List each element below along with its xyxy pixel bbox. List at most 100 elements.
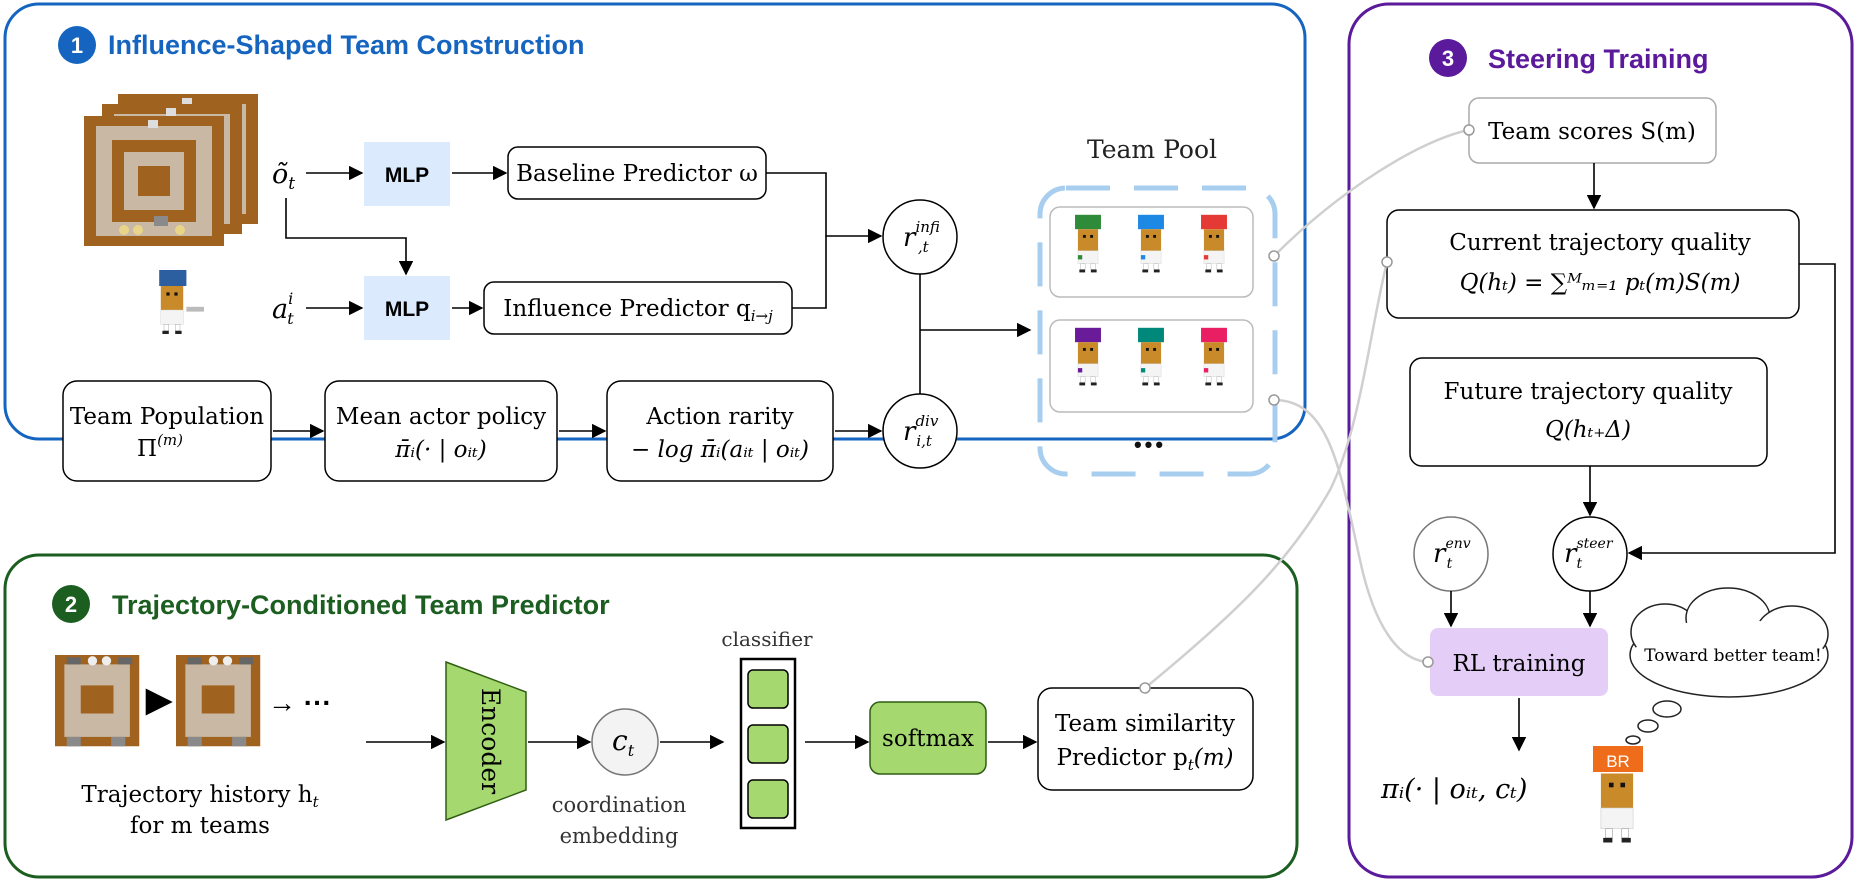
coordination-caption-line1: coordination [552, 793, 687, 817]
team-pool-title: Team Pool [1087, 135, 1217, 164]
team-pool-chef [1138, 214, 1164, 273]
obs-label: õt [272, 159, 295, 194]
br-label: BR [1606, 752, 1630, 771]
ct-label: ct [612, 724, 635, 760]
team-pool-row-2 [1075, 327, 1227, 386]
future-trajectory-quality-box [1409, 357, 1768, 467]
connector-endpoints [1139, 124, 1475, 694]
team-pool-chef [1138, 327, 1164, 386]
current-trajectory-quality-line1: Current trajectory quality [1449, 230, 1751, 256]
team-population-line2: Π(m) [137, 431, 183, 462]
team-pool-frame [1037, 185, 1278, 477]
thought-cloud: Toward better team! [1625, 587, 1829, 745]
panel3-badge-number: 3 [1442, 46, 1454, 71]
mlp-bottom-label: MLP [385, 298, 429, 321]
team-pool-chef-hat [1138, 214, 1164, 230]
team-pool-chef [1201, 327, 1227, 386]
panel-influence-shaped-team-construction: 1 Influence-Shaped Team Construction õt … [3, 2, 1307, 482]
team-pool-chef [1075, 214, 1101, 273]
panel2-badge-circle [52, 585, 90, 623]
panel-trajectory-conditioned-team-predictor: 2 Trajectory-Conditioned Team Predictor … [3, 553, 1299, 879]
best-response-chef-sprite: BR [1593, 746, 1643, 844]
team-pool-chef-hat [1138, 327, 1164, 343]
panel3-badge-circle [1429, 39, 1467, 77]
panel2-title: Trajectory-Conditioned Team Predictor [112, 590, 610, 620]
team-population-line1: Team Population [70, 404, 264, 430]
thought-text: Toward better team! [1644, 646, 1822, 666]
panel1-title: Influence-Shaped Team Construction [108, 30, 585, 60]
coordination-embedding-node [591, 708, 659, 776]
r-inf-node [882, 199, 958, 275]
rl-training-box [1430, 628, 1608, 696]
br-hat [1593, 746, 1643, 772]
trajectory-ellipsis: → ··· [268, 687, 332, 718]
action-rarity-line2: − log π̄ᵢ(aᵢₜ | oᵢₜ) [631, 437, 809, 463]
team-pool-chef [1201, 214, 1227, 273]
panel3-arrows [1443, 163, 1836, 752]
trajectory-caption-line2: for m teams [130, 813, 270, 839]
panel2-frame [3, 553, 1299, 879]
encoder-label: Encoder [476, 688, 505, 794]
team-pool-chef [1075, 327, 1101, 386]
softmax-label: softmax [882, 726, 974, 752]
mean-actor-policy-line2: π̄ᵢ(· | oᵢₜ) [394, 437, 487, 463]
mlp-bottom-box [364, 276, 450, 340]
chef-agent-sprite [159, 270, 204, 335]
encoder-trapezoid [445, 660, 527, 822]
panel2-badge-number: 2 [65, 592, 77, 617]
action-rarity-box [606, 380, 834, 482]
mlp-top-label: MLP [385, 164, 429, 187]
trajectory-frame-2 [176, 655, 261, 747]
team-population-box [62, 380, 272, 482]
team-similarity-box [1037, 687, 1254, 791]
connector-similarity-to-quality [1144, 261, 1389, 689]
future-trajectory-quality-line1: Future trajectory quality [1444, 379, 1733, 405]
team-pool-ellipsis: ••• [1134, 432, 1166, 457]
team-pool-chef-hat [1201, 327, 1227, 343]
classifier-unit-2 [747, 724, 789, 764]
influence-predictor-label: Influence Predictor qi→j [503, 296, 773, 325]
connector-pool-to-rl [1273, 398, 1429, 664]
classifier-unit-3 [747, 779, 789, 819]
r-div-node [882, 393, 958, 469]
observation-kitchen-stack [84, 94, 258, 246]
cross-panel-connectors [1144, 128, 1470, 689]
team-pool-chef-hat [1075, 214, 1101, 230]
team-scores-label: Team scores S(m) [1488, 119, 1696, 145]
panel1-badge-circle [58, 26, 96, 64]
team-similarity-line1: Team similarity [1055, 711, 1235, 737]
mean-actor-policy-box [324, 380, 558, 482]
future-trajectory-quality-line2: Q(hₜ₊Δ) [1545, 417, 1631, 443]
current-trajectory-quality-line2: Q(hₜ) = ∑ᴹₘ₌₁ pₜ(m)S(m) [1460, 270, 1741, 296]
panel1-arrows [273, 165, 1032, 439]
policy-label: πᵢ(· | oᵢₜ, cₜ) [1380, 774, 1527, 805]
mean-actor-policy-line1: Mean actor policy [336, 404, 546, 430]
panel1-badge-number: 1 [71, 33, 83, 58]
coordination-caption-line2: embedding [560, 824, 679, 848]
kitchen-image-front [84, 116, 224, 246]
panel-steering-training: 3 Steering Training Team scores S(m) Cur… [1347, 2, 1854, 879]
classifier-unit-1 [747, 669, 789, 709]
baseline-predictor-label: Baseline Predictor ω [516, 161, 758, 187]
current-trajectory-quality-box [1386, 209, 1800, 319]
panel3-title: Steering Training [1488, 44, 1709, 74]
connector-pool-to-scores [1273, 128, 1470, 257]
team-similarity-line2: Predictor pt(m) [1057, 745, 1234, 774]
team-pool-chef-hat [1201, 214, 1227, 230]
action-rarity-line1: Action rarity [645, 404, 793, 430]
r-env-node [1413, 516, 1489, 592]
team-pool-row-1 [1075, 214, 1227, 273]
mlp-top-box [364, 142, 450, 206]
trajectory-caption-line1: Trajectory history ht [81, 782, 319, 811]
classifier-label: classifier [721, 627, 813, 651]
team-pool-chef-hat [1075, 327, 1101, 343]
trajectory-frame-1 [55, 655, 140, 747]
softmax-box [869, 701, 987, 775]
